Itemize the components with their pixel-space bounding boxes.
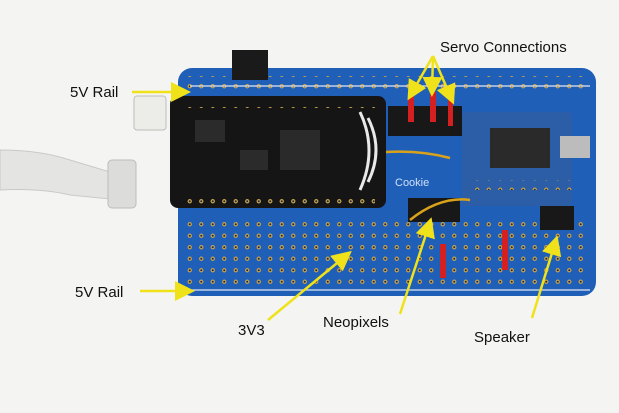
pcb-silkscreen: Cookie xyxy=(395,177,429,189)
speaker-label: Speaker xyxy=(474,329,530,346)
yellow-wire xyxy=(409,198,471,221)
yellow-wire xyxy=(385,150,451,160)
microcontroller-board xyxy=(170,96,386,208)
neopixels-label: Neopixels xyxy=(323,314,389,331)
annotation-arrows xyxy=(132,55,562,321)
servo-connections-label: Servo Connections xyxy=(440,39,567,56)
3v3-label: 3V3 xyxy=(238,322,265,339)
rail-5v-bottom-label: 5V Rail xyxy=(75,284,124,301)
usb-cable xyxy=(0,149,137,209)
rail-5v-top-label: 5V Rail xyxy=(70,84,119,101)
audio-module xyxy=(462,112,590,206)
servo-headers xyxy=(388,92,462,136)
header-socket xyxy=(232,50,268,80)
battery-connector xyxy=(133,95,167,131)
